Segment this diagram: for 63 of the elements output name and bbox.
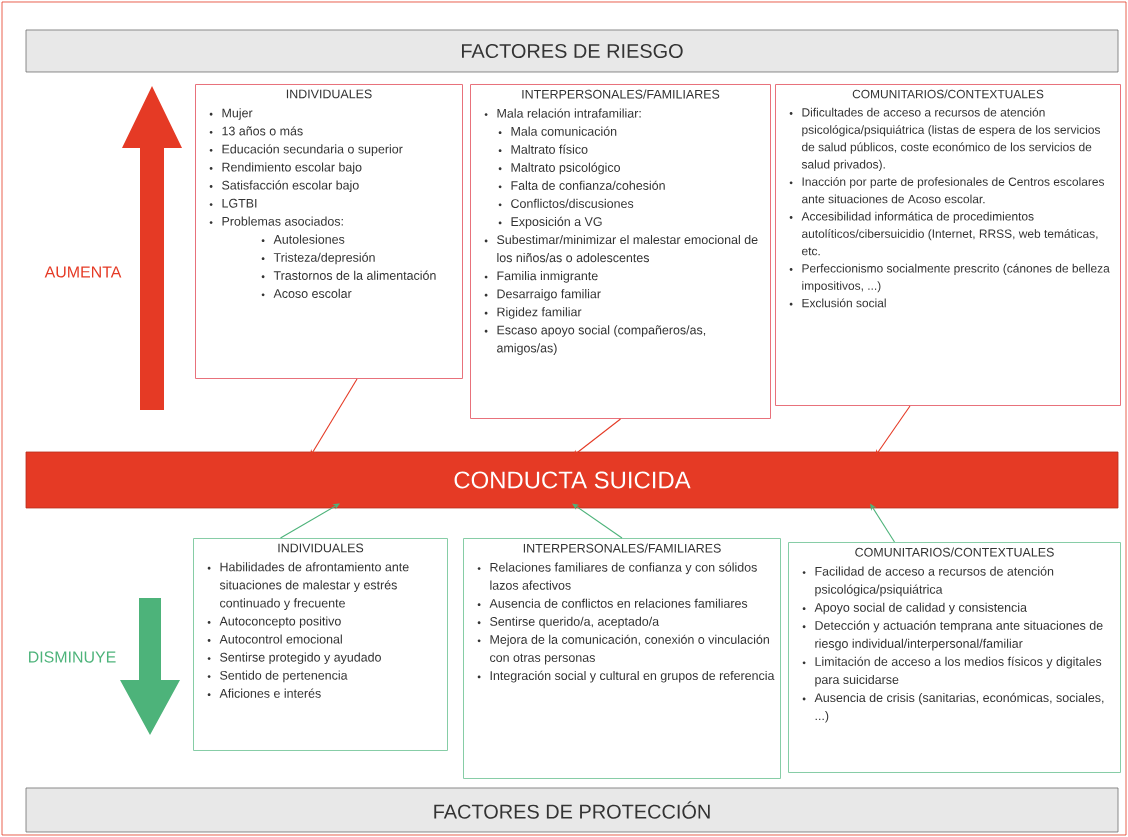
box-heading: INTERPERSONALES/FAMILIARES bbox=[522, 89, 720, 99]
box-heading: INTERPERSONALES/FAMILIARES bbox=[523, 543, 721, 553]
bullet-item: Autoconcepto positivo bbox=[207, 616, 341, 628]
factor-box bbox=[470, 84, 771, 419]
bullet-item: Acoso escolar bbox=[261, 288, 352, 298]
bullet-item: Mujer bbox=[209, 108, 253, 120]
bullet-item: Desarraigo familiar bbox=[484, 289, 601, 301]
bullet-item: Integración social y cultural en grupos de referencia bbox=[477, 670, 775, 683]
bullet-item: Sentirse querido/a, aceptado/a bbox=[477, 616, 660, 629]
box-heading: COMUNITARIOS/CONTEXTUALES bbox=[855, 547, 1054, 557]
direction-label: AUMENTA bbox=[44, 266, 122, 278]
bullet-item: Familia inmigrante bbox=[484, 271, 598, 283]
bullet-item: 13 años o más bbox=[209, 126, 303, 136]
box-heading: INDIVIDUALES bbox=[286, 89, 372, 99]
arrow bbox=[279, 503, 340, 539]
bullet-item: Inacción por parte de profesionales de Centros escolares ante situaciones de Acoso escolar. bbox=[789, 177, 1105, 204]
direction-label: DISMINUYE bbox=[29, 651, 116, 663]
bullet-item: Exposición a VG bbox=[498, 216, 602, 229]
bullet-item: Escaso apoyo social (compañeros/as, amigos/as) bbox=[484, 325, 706, 355]
bullet-item: Satisfacción escolar bajo bbox=[209, 180, 359, 193]
bullet-item: Subestimar/minimizar el malestar emocional de los niños/as o adolescentes bbox=[484, 234, 758, 263]
bullet-item: Mala comunicación bbox=[498, 126, 617, 136]
bullet-item: Autolesiones bbox=[261, 234, 345, 244]
bullet-item: Limitación de acceso a los medios físicos y digitales para suicidarse bbox=[802, 656, 1102, 687]
bullet-item: Tristeza/depresión bbox=[261, 252, 375, 265]
factor-box bbox=[195, 84, 463, 379]
bullet-item: LGTBI bbox=[209, 198, 257, 208]
factor-box bbox=[193, 538, 448, 751]
bullet-item: Relaciones familiares de confianza y con sólidos lazos afectivos bbox=[477, 562, 757, 590]
bullet-item: Falta de confianza/cohesión bbox=[498, 180, 665, 190]
bullet-item: Mejora de la comunicación, conexión o vinculación con otras personas bbox=[477, 634, 769, 665]
bullet-item: Conflictos/discusiones bbox=[498, 198, 634, 208]
bullet-item: Rendimiento escolar bajo bbox=[209, 162, 362, 174]
bullet-item: Sentirse protegido y ayudado bbox=[207, 652, 381, 665]
heading-band: FACTORES DE PROTECCIÓN bbox=[25, 787, 1119, 833]
bullet-item: Dificultades de acceso a recursos de atención psicológica/psiquiátrica (listas de espera de los servicios de salud públicos, coste económico de los servicios de salud privados). bbox=[789, 107, 1100, 171]
bullet-item: Trastornos de la alimentación bbox=[261, 270, 436, 280]
factor-box bbox=[463, 538, 781, 779]
factor-box bbox=[775, 84, 1121, 406]
bullet-item: Maltrato psicológico bbox=[498, 162, 620, 175]
bullet-item: Ausencia de conflictos en relaciones familiares bbox=[477, 598, 748, 608]
bullet-item: Ausencia de crisis (sanitarias, económicas, sociales, ...) bbox=[802, 692, 1104, 723]
bullet-item: Habilidades de afrontamiento ante situaciones de malestar y estrés continuado y frecuente bbox=[207, 562, 409, 610]
bullet-item: Rigidez familiar bbox=[484, 307, 582, 319]
heading-band: FACTORES DE RIESGO bbox=[25, 29, 1119, 73]
bullet-item: Apoyo social de calidad y consistencia bbox=[802, 602, 1027, 615]
bullet-item: Maltrato físico bbox=[498, 144, 588, 154]
bullet-item: Autocontrol emocional bbox=[207, 634, 342, 644]
bullet-item: Problemas asociados: bbox=[209, 216, 343, 226]
main-box: CONDUCTA SUICIDA bbox=[25, 451, 1119, 509]
bullet-item: Aficiones e interés bbox=[207, 688, 321, 698]
factor-box bbox=[788, 542, 1121, 773]
bullet-item: Educación secundaria o superior bbox=[209, 144, 403, 156]
bullet-item: Accesibilidad informática de procedimientos autolíticos/cibersuicidio (Internet, RRSS, web temáticas, etc. bbox=[789, 211, 1098, 256]
bullet-item: Mala relación intrafamiliar: bbox=[484, 108, 641, 118]
bullet-item: Exclusión social bbox=[789, 298, 886, 308]
bullet-item: Sentido de pertenencia bbox=[207, 670, 348, 683]
arrow bbox=[572, 503, 623, 539]
bullet-item: Perfeccionismo socialmente prescrito (cánones de belleza impositivos, ...) bbox=[789, 263, 1110, 293]
bullet-item: Facilidad de acceso a recursos de atención psicológica/psiquiátrica bbox=[802, 566, 1054, 597]
box-heading: COMUNITARIOS/CONTEXTUALES bbox=[852, 89, 1044, 99]
bullet-item: Detección y actuación temprana ante situaciones de riesgo individual/interpersonal/familiar bbox=[802, 620, 1103, 651]
box-heading: INDIVIDUALES bbox=[278, 543, 364, 553]
